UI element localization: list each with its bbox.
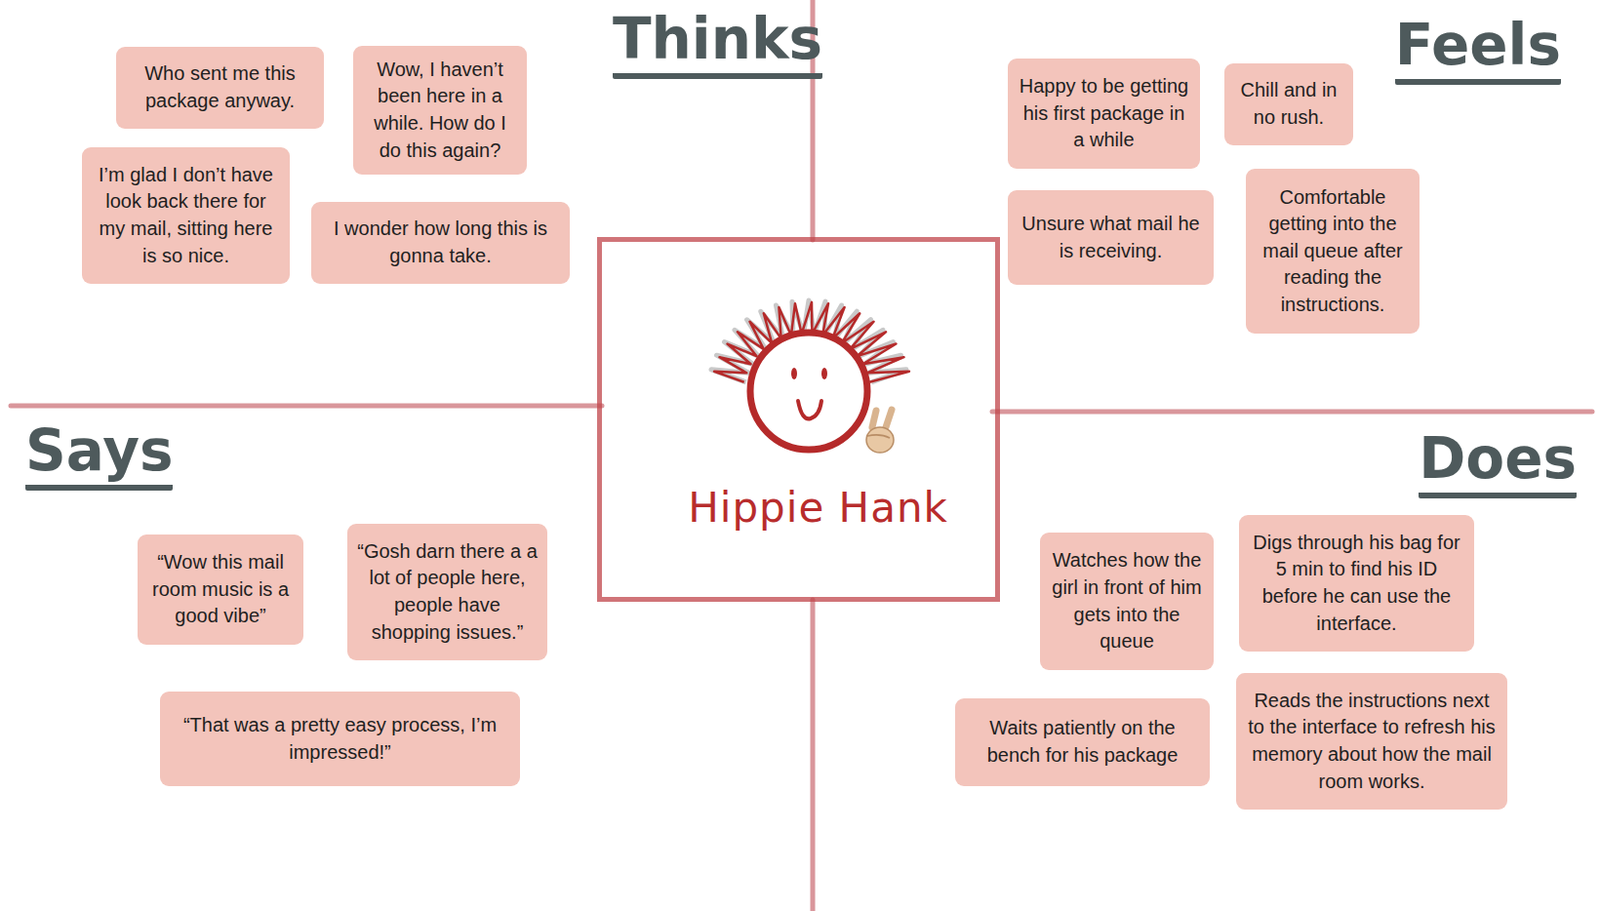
note-text: Unsure what mail he is receiving. xyxy=(1017,210,1204,265)
persona-hair-strands xyxy=(714,302,910,383)
sticky-note: Watches how the girl in front of him get… xyxy=(1040,532,1214,671)
quadrant-divider xyxy=(10,403,602,409)
sticky-note: Unsure what mail he is receiving. xyxy=(1007,190,1214,285)
note-text: Watches how the girl in front of him get… xyxy=(1049,547,1204,655)
quadrant-heading: Thinks xyxy=(612,9,823,80)
persona-face xyxy=(711,300,910,453)
sticky-note: “Wow this mail room music is a good vibe… xyxy=(137,534,304,645)
sticky-note: Chill and in no rush. xyxy=(1224,63,1354,146)
peace-hand xyxy=(866,409,894,453)
sticky-note: Waits patiently on the bench for his pac… xyxy=(955,698,1210,787)
quadrant-heading: Does xyxy=(1418,429,1577,499)
sticky-note: I wonder how long this is gonna take. xyxy=(311,201,570,284)
sticky-note: Reads the instructions next to the inter… xyxy=(1236,673,1508,810)
note-text: Wow, I haven’t been here in a while. How… xyxy=(362,56,518,164)
persona-eye xyxy=(821,367,828,380)
note-text: “Gosh darn there a a lot of people here,… xyxy=(357,538,538,646)
sticky-note: Happy to be getting his first package in… xyxy=(1007,58,1200,169)
sticky-note: Who sent me this package anyway. xyxy=(116,46,324,129)
note-text: “Wow this mail room music is a good vibe… xyxy=(147,549,294,631)
quadrant-heading: Says xyxy=(25,421,173,491)
note-text: Happy to be getting his first package in… xyxy=(1017,73,1191,155)
note-text: I wonder how long this is gonna take. xyxy=(320,215,560,270)
quadrant-divider xyxy=(992,409,1593,415)
note-text: Who sent me this package anyway. xyxy=(125,60,315,115)
sticky-note: “That was a pretty easy process, I’m imp… xyxy=(160,691,520,787)
note-text: “That was a pretty easy process, I’m imp… xyxy=(169,712,511,766)
sticky-note: Comfortable getting into the mail queue … xyxy=(1245,168,1420,334)
persona-eye xyxy=(791,367,798,380)
quadrant-heading: Feels xyxy=(1395,15,1561,85)
persona-box: Hippie Hank xyxy=(597,237,1000,602)
note-text: Reads the instructions next to the inter… xyxy=(1245,687,1498,796)
sticky-note: “Gosh darn there a a lot of people here,… xyxy=(347,523,548,661)
note-text: Digs through his bag for 5 min to find h… xyxy=(1248,529,1465,638)
quadrant-divider xyxy=(810,600,816,911)
sticky-note: Wow, I haven’t been here in a while. How… xyxy=(353,45,527,175)
sticky-note: I’m glad I don’t have look back there fo… xyxy=(81,147,290,284)
persona-smile xyxy=(798,400,822,419)
persona-hair xyxy=(711,300,910,383)
persona-head xyxy=(750,332,868,450)
note-text: I’m glad I don’t have look back there fo… xyxy=(91,161,280,270)
note-text: Chill and in no rush. xyxy=(1234,77,1344,131)
note-text: Waits patiently on the bench for his pac… xyxy=(964,715,1200,769)
sticky-note: Digs through his bag for 5 min to find h… xyxy=(1239,515,1475,652)
persona-name: Hippie Hank xyxy=(640,483,996,532)
note-text: Comfortable getting into the mail queue … xyxy=(1255,184,1410,320)
